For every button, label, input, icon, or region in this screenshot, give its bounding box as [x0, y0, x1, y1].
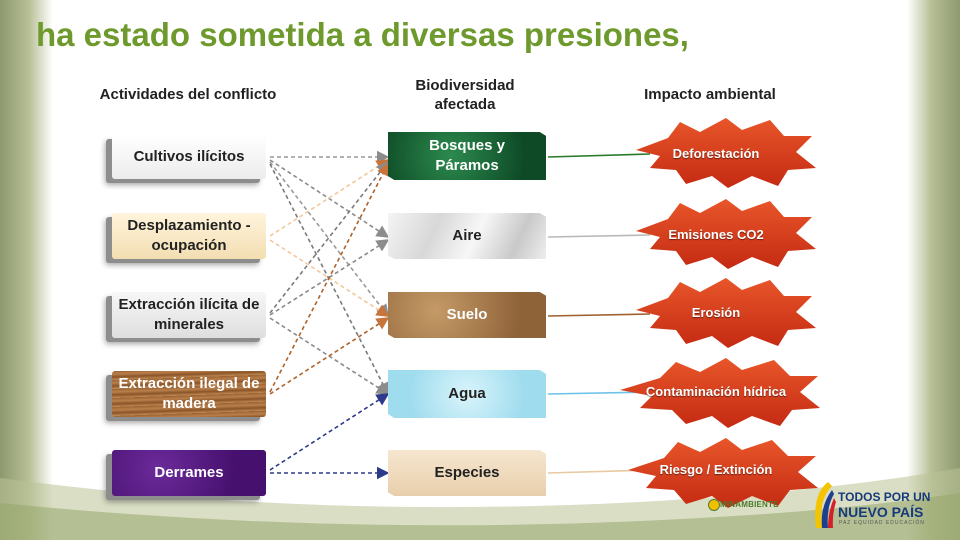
star-riesgo	[628, 438, 818, 508]
bio-label: Agua	[448, 385, 486, 402]
activity-cultivos-ilicitos: Cultivos ilícitos	[112, 135, 266, 179]
activity-derrames: Derrames	[112, 450, 266, 496]
slide-title: ha estado sometida a diversas presiones,	[36, 16, 689, 53]
header-biodiversity: Biodiversidad afectada	[415, 77, 515, 113]
todos-logo-line1: TODOS POR UN	[838, 490, 931, 504]
impact-emisiones: Emisiones CO2	[668, 227, 764, 242]
logos: MINAMBIENTE TODOS POR UN NUEVO PAÍS PAZ …	[708, 478, 952, 530]
bio-label: Aire	[452, 227, 482, 244]
header-impact: Impacto ambiental	[644, 86, 776, 103]
star-contaminacion	[620, 358, 820, 428]
bio-label: Suelo	[446, 306, 488, 323]
colombia-flag-swoosh-icon	[815, 482, 836, 528]
minambiente-logo: MINAMBIENTE	[720, 500, 779, 509]
minambiente-seal-icon	[708, 499, 720, 511]
todos-logo-line2: NUEVO PAÍS	[838, 504, 924, 520]
activity-label: Desplazamiento - ocupación	[127, 217, 251, 254]
bio-bosques-paramos: Bosques y Páramos	[388, 132, 546, 180]
impact-deforestacion: Deforestación	[672, 146, 760, 161]
todos-logo-line3: PAZ EQUIDAD EDUCACIÓN	[839, 520, 925, 526]
activity-desplazamiento: Desplazamiento - ocupación	[112, 213, 266, 259]
header-activities: Actividades del conflicto	[99, 86, 277, 103]
activity-label: Derrames	[154, 464, 224, 481]
activity-label: Extracción ilícita de minerales	[118, 296, 260, 333]
impact-riesgo: Riesgo / Extinción	[659, 462, 773, 477]
activity-label: Extracción ilegal de madera	[118, 375, 260, 412]
bio-label: Especies	[434, 464, 500, 481]
star-emisiones	[636, 199, 816, 269]
activity-extraccion-madera: Extracción ilegal de madera	[112, 371, 266, 417]
star-deforestacion	[636, 118, 816, 188]
bio-suelo: Suelo	[388, 292, 546, 338]
bio-agua: Agua	[388, 370, 546, 418]
bottom-swoosh	[0, 468, 960, 540]
impact-erosion: Erosión	[691, 305, 741, 320]
bio-label: Bosques y Páramos	[429, 137, 505, 174]
activity-extraccion-minerales: Extracción ilícita de minerales	[112, 292, 266, 338]
star-erosion	[636, 278, 816, 348]
impact-contaminacion: Contaminación hídrica	[645, 384, 787, 399]
bio-especies: Especies	[388, 450, 546, 496]
bio-aire: Aire	[388, 213, 546, 259]
activity-label: Cultivos ilícitos	[133, 148, 245, 165]
